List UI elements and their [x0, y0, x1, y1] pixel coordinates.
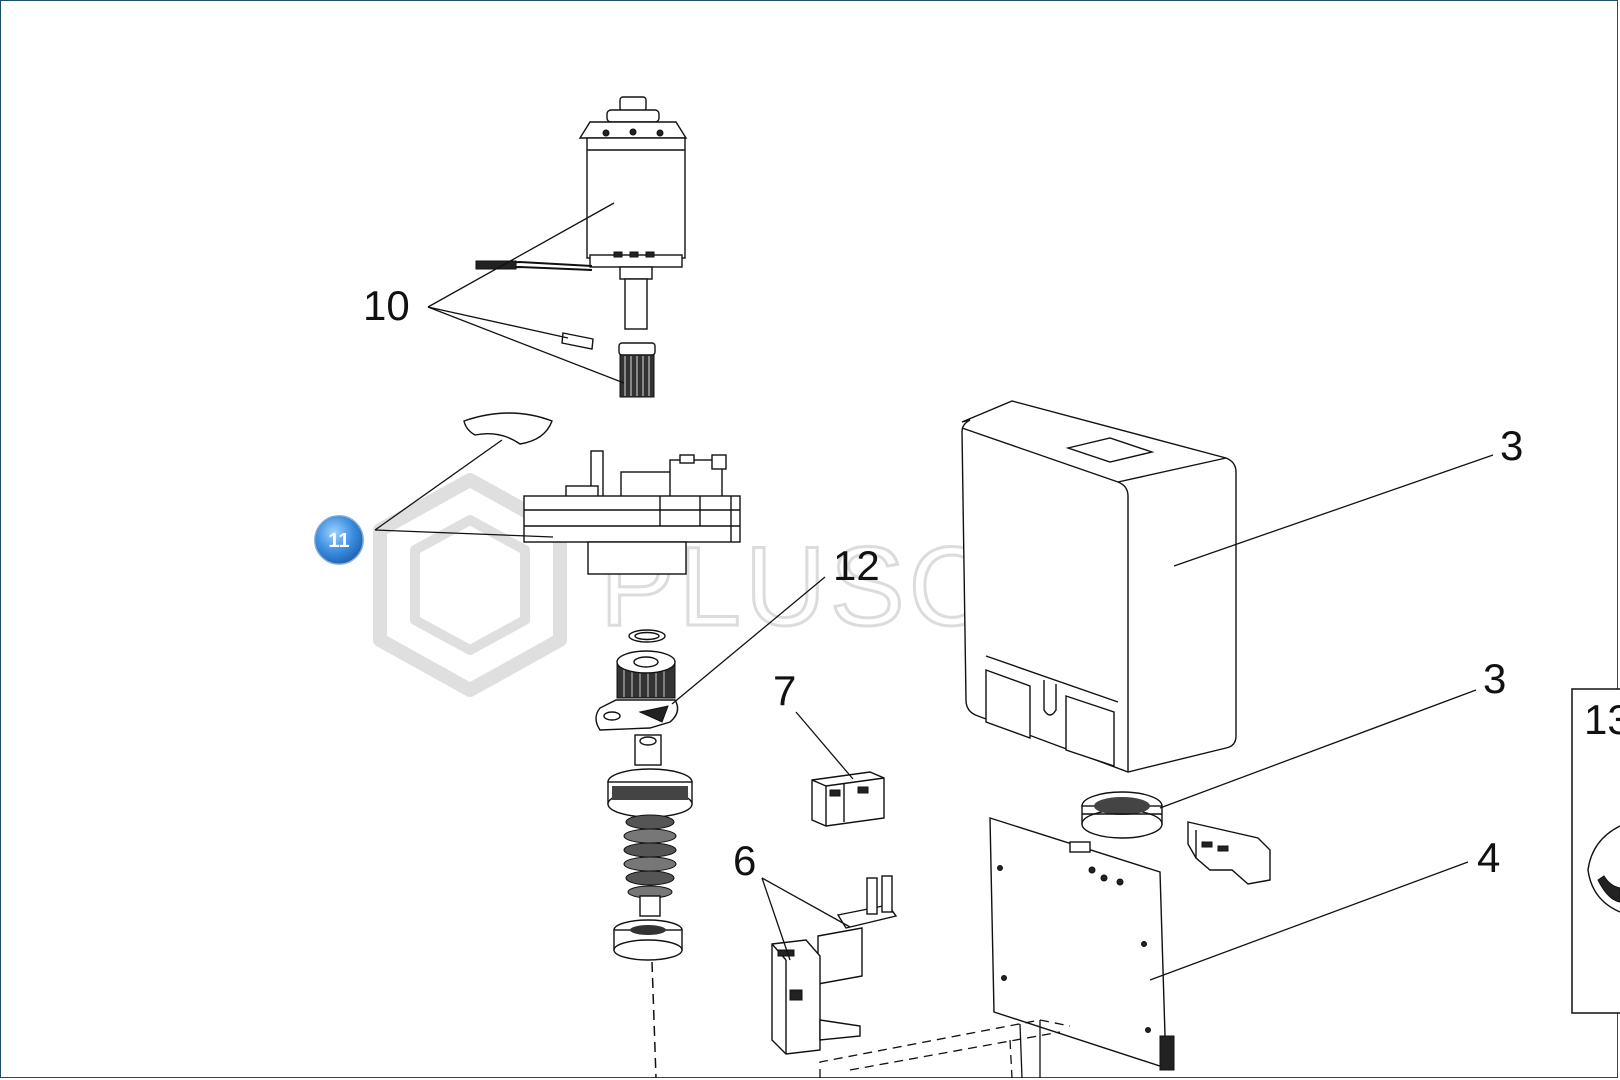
callout-7: 7: [773, 667, 796, 714]
callout-12: 12: [833, 542, 880, 589]
inset-panel-13: [1571, 688, 1620, 1014]
leader-line-3b: [1159, 689, 1477, 809]
callout-13: 13: [1584, 696, 1620, 743]
base-enclosure-outline: [819, 1019, 1071, 1079]
leader-line-12: [671, 576, 826, 705]
part-12-output-gear: [595, 629, 693, 1079]
part-10-motor: [475, 96, 688, 398]
leader-lines-6: [761, 877, 851, 961]
leader-lines-10: [427, 202, 625, 384]
callout-11-badge: 11: [314, 515, 364, 565]
callout-3a: 3: [1500, 422, 1523, 469]
callout-6: 6: [733, 837, 756, 884]
leader-line-3a: [1173, 454, 1494, 567]
part-7-connector: [811, 771, 885, 827]
part-3-housing-cover: [961, 400, 1237, 773]
callout-10: 10: [363, 282, 410, 329]
leader-lines-11: [374, 439, 554, 538]
callout-4: 4: [1477, 834, 1500, 881]
part-4-circuit-board: [989, 817, 1175, 1071]
part-11-gearbox-housing: [463, 412, 741, 575]
callout-3b: 3: [1483, 655, 1506, 702]
callout-11: 11: [328, 530, 349, 552]
leader-line-4: [1149, 861, 1469, 981]
worm-screw: [623, 814, 677, 899]
part-3-grommet: [1081, 791, 1163, 839]
leader-line-7: [795, 711, 854, 780]
part-6-brackets: [771, 875, 898, 1055]
part-clip: [1187, 821, 1271, 885]
